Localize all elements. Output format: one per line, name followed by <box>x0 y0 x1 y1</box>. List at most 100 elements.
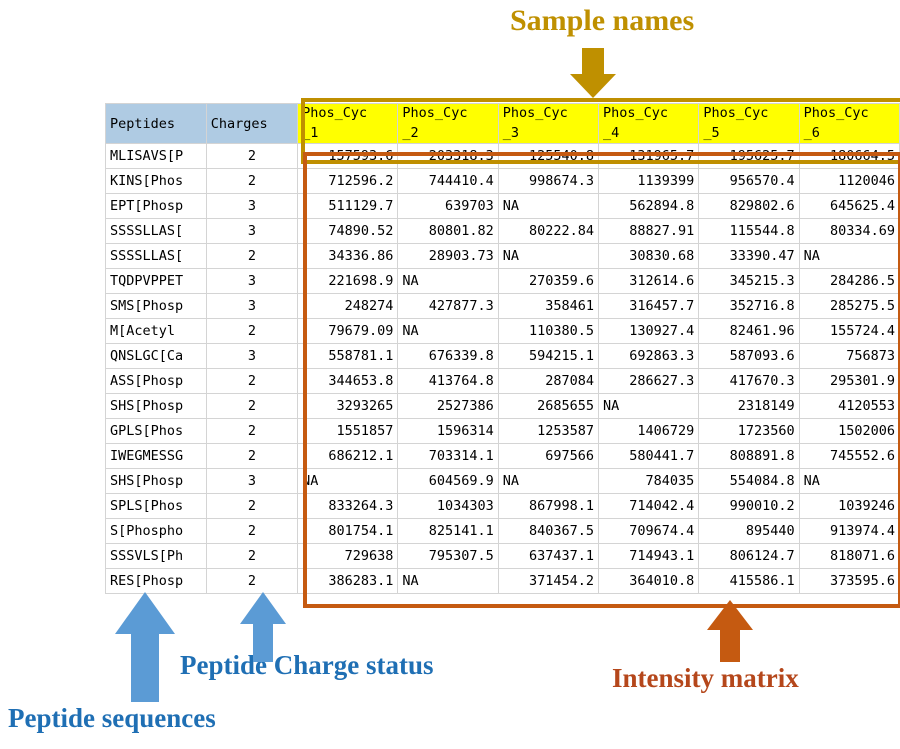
column-header-charges[interactable]: Charges <box>205 102 299 145</box>
cell-intensity[interactable]: 74890.52 <box>297 218 399 245</box>
cell-intensity[interactable]: 1120046 <box>798 168 900 195</box>
cell-intensity[interactable]: 840367.5 <box>497 518 600 545</box>
cell-charge[interactable]: 2 <box>205 393 299 420</box>
cell-intensity[interactable]: 2318149 <box>698 393 800 420</box>
cell-intensity[interactable]: 80334.69 <box>798 218 900 245</box>
cell-peptide[interactable]: M[Acetyl <box>105 318 207 345</box>
cell-intensity[interactable]: 1406729 <box>598 418 700 445</box>
cell-intensity[interactable]: 364010.8 <box>598 568 700 595</box>
cell-intensity[interactable]: NA <box>598 393 700 420</box>
cell-peptide[interactable]: SPLS[Phos <box>105 493 207 520</box>
cell-intensity[interactable]: 2685655 <box>497 393 600 420</box>
cell-intensity[interactable]: 371454.2 <box>497 568 600 595</box>
column-header-sample-1[interactable]: Phos_Cyc_1 <box>297 102 399 145</box>
cell-intensity[interactable]: NA <box>798 468 900 495</box>
cell-intensity[interactable]: 801754.1 <box>297 518 399 545</box>
cell-intensity[interactable]: 3293265 <box>297 393 399 420</box>
cell-intensity[interactable]: 712596.2 <box>297 168 399 195</box>
cell-intensity[interactable]: 562894.8 <box>598 193 700 220</box>
cell-intensity[interactable]: 594215.1 <box>497 343 600 370</box>
cell-intensity[interactable]: 415586.1 <box>698 568 800 595</box>
cell-intensity[interactable]: 714042.4 <box>598 493 700 520</box>
cell-intensity[interactable]: 4120553 <box>798 393 900 420</box>
cell-intensity[interactable]: NA <box>497 193 600 220</box>
cell-intensity[interactable]: 867998.1 <box>497 493 600 520</box>
cell-intensity[interactable]: 637437.1 <box>497 543 600 570</box>
cell-intensity[interactable]: 558781.1 <box>297 343 399 370</box>
cell-peptide[interactable]: SHS[Phosp <box>105 468 207 495</box>
cell-intensity[interactable]: 115544.8 <box>698 218 800 245</box>
cell-peptide[interactable]: SMS[Phosp <box>105 293 207 320</box>
cell-intensity[interactable]: 82461.96 <box>698 318 800 345</box>
cell-peptide[interactable]: SSSSLLAS[ <box>105 218 207 245</box>
cell-intensity[interactable]: 286627.3 <box>598 368 700 395</box>
cell-intensity[interactable]: 829802.6 <box>698 193 800 220</box>
cell-intensity[interactable]: 312614.6 <box>598 268 700 295</box>
cell-intensity[interactable]: NA <box>497 468 600 495</box>
cell-intensity[interactable]: NA <box>397 568 499 595</box>
cell-intensity[interactable]: 895440 <box>698 518 800 545</box>
cell-intensity[interactable]: 784035 <box>598 468 700 495</box>
column-header-sample-4[interactable]: Phos_Cyc_4 <box>598 102 700 145</box>
cell-charge[interactable]: 2 <box>205 243 299 270</box>
cell-charge[interactable]: 2 <box>205 568 299 595</box>
cell-intensity[interactable]: 913974.4 <box>798 518 900 545</box>
column-header-sample-2[interactable]: Phos_Cyc_2 <box>397 102 499 145</box>
cell-charge[interactable]: 3 <box>205 268 299 295</box>
cell-charge[interactable]: 2 <box>205 443 299 470</box>
cell-intensity[interactable]: 806124.7 <box>698 543 800 570</box>
cell-intensity[interactable]: 248274 <box>297 293 399 320</box>
cell-intensity[interactable]: 373595.6 <box>798 568 900 595</box>
cell-peptide[interactable]: IWEGMESSG <box>105 443 207 470</box>
cell-intensity[interactable]: 180664.5 <box>798 143 900 170</box>
cell-intensity[interactable]: 1551857 <box>297 418 399 445</box>
cell-intensity[interactable]: 729638 <box>297 543 399 570</box>
cell-intensity[interactable]: 639703 <box>397 193 499 220</box>
cell-peptide[interactable]: TQDPVPPET <box>105 268 207 295</box>
cell-intensity[interactable]: 825141.1 <box>397 518 499 545</box>
cell-intensity[interactable]: NA <box>497 243 600 270</box>
cell-intensity[interactable]: 316457.7 <box>598 293 700 320</box>
cell-intensity[interactable]: 998674.3 <box>497 168 600 195</box>
cell-charge[interactable]: 2 <box>205 543 299 570</box>
cell-peptide[interactable]: MLISAVS[P <box>105 143 207 170</box>
cell-intensity[interactable]: 344653.8 <box>297 368 399 395</box>
cell-intensity[interactable]: 284286.5 <box>798 268 900 295</box>
cell-intensity[interactable]: 697566 <box>497 443 600 470</box>
cell-intensity[interactable]: 221698.9 <box>297 268 399 295</box>
column-header-sample-3[interactable]: Phos_Cyc_3 <box>497 102 600 145</box>
cell-peptide[interactable]: QNSLGC[Ca <box>105 343 207 370</box>
cell-intensity[interactable]: 554084.8 <box>698 468 800 495</box>
cell-intensity[interactable]: 33390.47 <box>698 243 800 270</box>
cell-intensity[interactable]: 80801.82 <box>397 218 499 245</box>
cell-charge[interactable]: 3 <box>205 293 299 320</box>
cell-intensity[interactable]: 604569.9 <box>397 468 499 495</box>
cell-intensity[interactable]: 818071.6 <box>798 543 900 570</box>
cell-intensity[interactable]: 34336.86 <box>297 243 399 270</box>
cell-intensity[interactable]: 744410.4 <box>397 168 499 195</box>
cell-intensity[interactable]: 80222.84 <box>497 218 600 245</box>
cell-charge[interactable]: 2 <box>205 518 299 545</box>
cell-intensity[interactable]: 956570.4 <box>698 168 800 195</box>
cell-charge[interactable]: 3 <box>205 343 299 370</box>
cell-intensity[interactable]: 1039246 <box>798 493 900 520</box>
cell-intensity[interactable]: 511129.7 <box>297 193 399 220</box>
cell-intensity[interactable]: 413764.8 <box>397 368 499 395</box>
cell-intensity[interactable]: 427877.3 <box>397 293 499 320</box>
cell-intensity[interactable]: 203318.3 <box>397 143 499 170</box>
cell-intensity[interactable]: 686212.1 <box>297 443 399 470</box>
cell-peptide[interactable]: SSSSLLAS[ <box>105 243 207 270</box>
